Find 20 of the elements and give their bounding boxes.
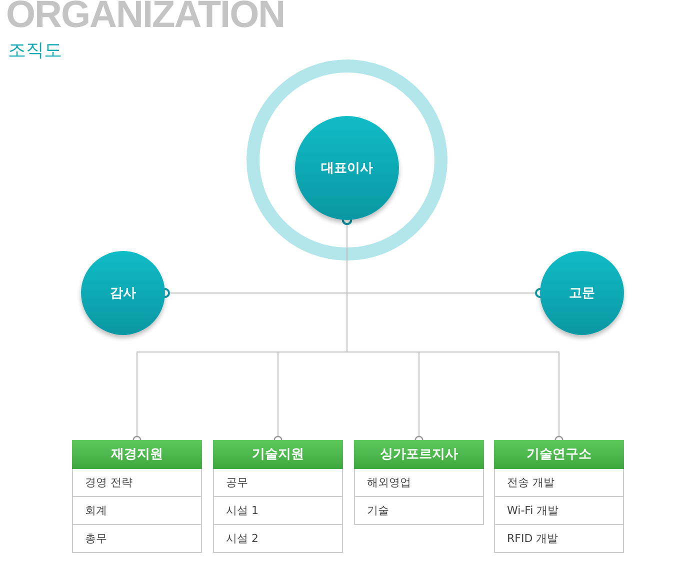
duty-cell: 기술 xyxy=(354,497,484,525)
duty-cell: RFID 개발 xyxy=(494,525,624,553)
position-circle: 고문 xyxy=(540,251,624,335)
position-circle: 대표이사 xyxy=(295,116,399,220)
department-header: 기술연구소 xyxy=(494,440,624,469)
department-header: 싱가포르지사 xyxy=(354,440,484,469)
subtitle: 조직도 xyxy=(8,39,62,62)
duty-cell: 해외영업 xyxy=(354,469,484,497)
page-title: ORGANIZATION xyxy=(6,0,285,37)
duty-cell: Wi-Fi 개발 xyxy=(494,497,624,525)
duty-cell: 경영 전략 xyxy=(72,469,202,497)
duty-cell: 총무 xyxy=(72,525,202,553)
duty-cell: 회계 xyxy=(72,497,202,525)
department-header: 재경지원 xyxy=(72,440,202,469)
duty-cell: 시설 2 xyxy=(213,525,343,553)
duty-cell: 전송 개발 xyxy=(494,469,624,497)
duty-cell: 시설 1 xyxy=(213,497,343,525)
duty-cell: 공무 xyxy=(213,469,343,497)
department-header: 기술지원 xyxy=(213,440,343,469)
position-circle: 감사 xyxy=(81,251,165,335)
